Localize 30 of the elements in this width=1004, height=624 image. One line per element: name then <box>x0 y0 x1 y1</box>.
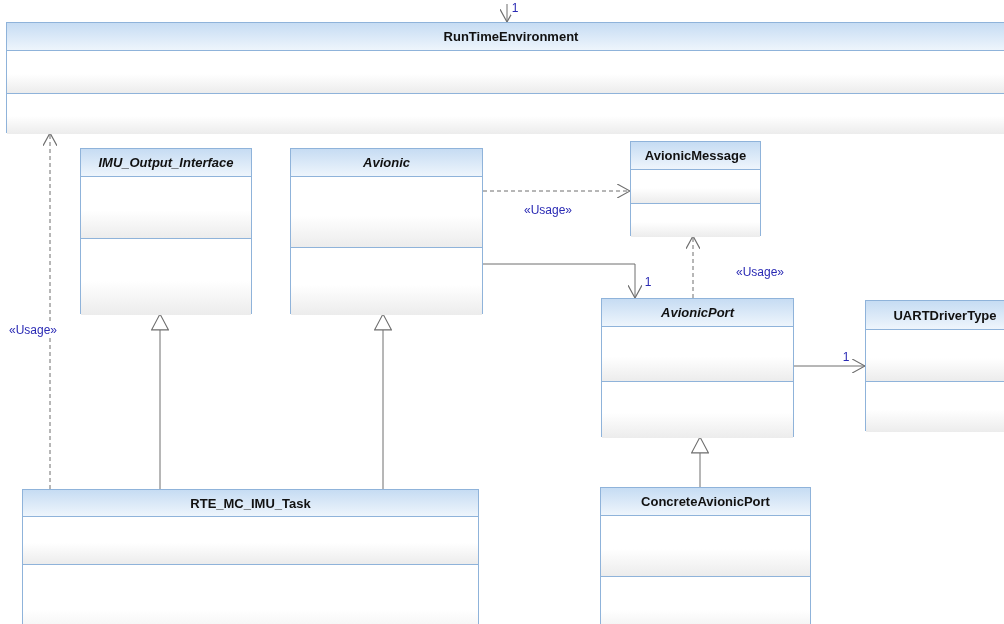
edge-label: «Usage» <box>523 203 573 217</box>
edge-label: 1 <box>841 350 851 364</box>
class-box <box>290 148 483 314</box>
class-name: ConcreteAvionicPort <box>641 494 770 509</box>
edge-label: «Usage» <box>735 265 785 279</box>
connector-arrow <box>482 183 631 199</box>
connector-arrow <box>42 132 58 490</box>
class-name: Avionic <box>363 155 410 170</box>
class-name: RTE_MC_IMU_Task <box>190 495 311 511</box>
connector-arrow <box>151 313 169 490</box>
connector-arrow <box>691 436 709 488</box>
class-name: AvionicMessage <box>644 148 747 163</box>
edge-label: 1 <box>643 275 653 289</box>
class-name: IMU_Output_Interface <box>98 155 234 170</box>
class-name: AvionicPort <box>661 305 734 320</box>
class-box <box>22 489 479 624</box>
class-name: RunTimeEnvironment <box>443 29 579 44</box>
class-box <box>601 298 794 437</box>
class-box <box>600 487 811 624</box>
edge-label: 1 <box>510 1 520 15</box>
connector-arrow <box>482 263 643 299</box>
class-name: UARTDriverType <box>893 307 997 323</box>
class-box <box>630 141 761 236</box>
connector-arrow <box>793 358 866 374</box>
connector-arrow <box>374 313 392 490</box>
edge-label: «Usage» <box>8 323 58 337</box>
class-box <box>80 148 252 314</box>
connector-arrow <box>685 235 701 299</box>
class-box <box>865 300 1004 431</box>
class-box <box>6 22 1004 133</box>
